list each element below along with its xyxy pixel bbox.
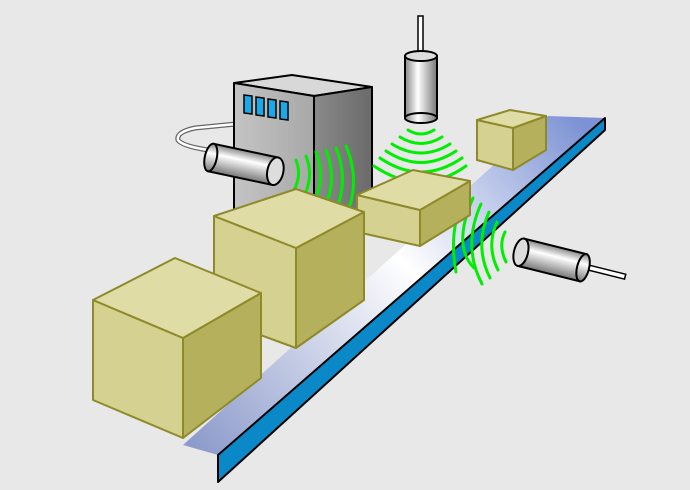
box-far <box>476 109 547 171</box>
machine-windows <box>243 94 289 121</box>
overhead-camera-sensor <box>404 15 438 124</box>
cylinder-sensor-left <box>203 142 285 187</box>
cylinder-sensor-right <box>512 237 627 283</box>
conveyor-belt <box>183 116 606 483</box>
box-front-large <box>92 257 262 439</box>
belt-side <box>217 117 606 483</box>
box-flat <box>356 169 471 247</box>
belt-top-surface <box>183 116 605 455</box>
